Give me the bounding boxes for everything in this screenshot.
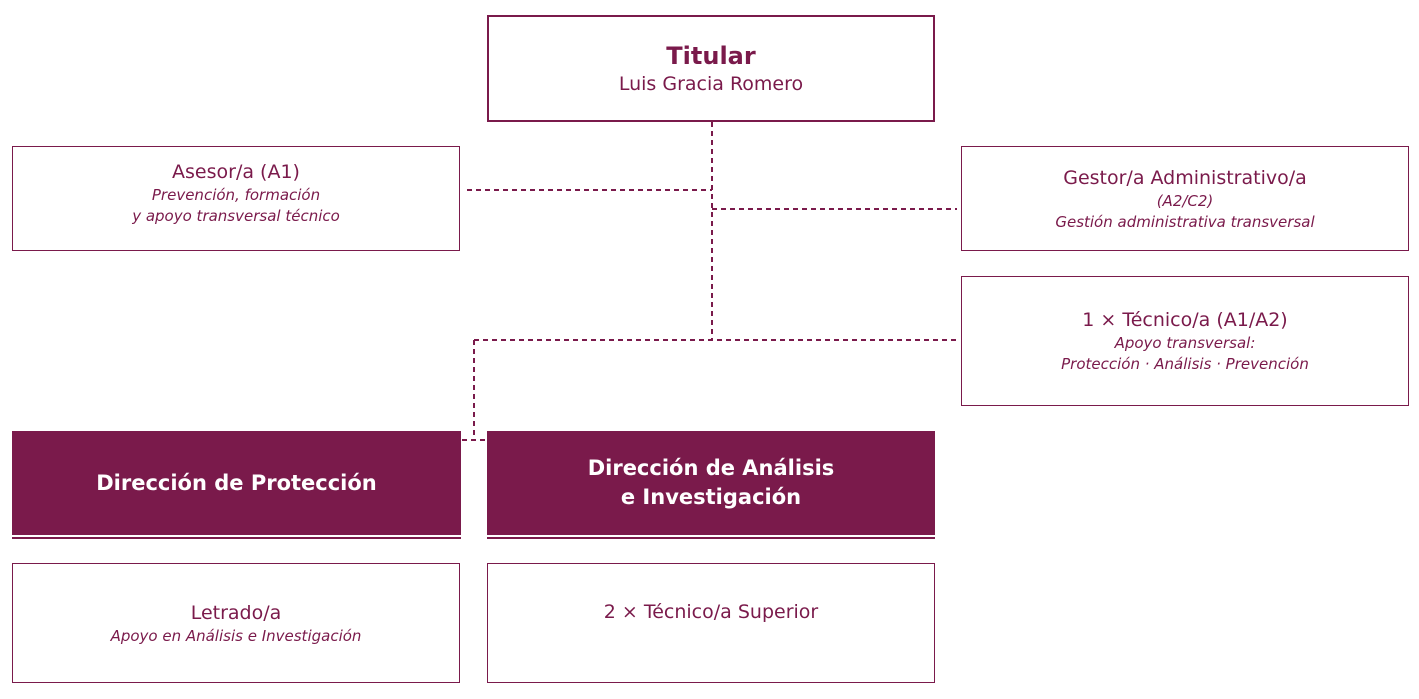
tecnico-transversal-description-2: Protección · Análisis · Prevención bbox=[1061, 355, 1309, 373]
tecnicos-superior-box: 2 × Técnico/a Superior bbox=[487, 563, 935, 683]
direccion-analisis-box: Dirección de Análisis e Investigación bbox=[487, 431, 935, 537]
titular-box: Titular Luis Gracia Romero bbox=[487, 15, 935, 122]
tecnico-transversal-description-1: Apoyo transversal: bbox=[1114, 334, 1256, 352]
direccion-proteccion-box: Dirección de Protección bbox=[12, 431, 461, 537]
gestor-level: (A2/C2) bbox=[1156, 191, 1214, 210]
asesor-box: Asesor/a (A1) Prevención, formación y ap… bbox=[12, 146, 460, 251]
titular-name: Luis Gracia Romero bbox=[618, 72, 804, 95]
letrado-box: Letrado/a Apoyo en Análisis e Investigac… bbox=[12, 563, 460, 683]
direccion-proteccion-title: Dirección de Protección bbox=[96, 470, 377, 495]
gestor-role: Gestor/a Administrativo/a bbox=[1063, 166, 1307, 189]
tecnico-transversal-box: 1 × Técnico/a (A1/A2) Apoyo transversal:… bbox=[961, 276, 1409, 406]
asesor-description: Prevención, formación y apoyo transversa… bbox=[132, 186, 340, 225]
direccion-analisis-title: Dirección de Análisis e Investigación bbox=[587, 456, 835, 509]
tecnico-transversal-role: 1 × Técnico/a (A1/A2) bbox=[1082, 309, 1288, 331]
asesor-role: Asesor/a (A1) bbox=[172, 161, 300, 183]
gestor-box: Gestor/a Administrativo/a (A2/C2) Gestió… bbox=[961, 146, 1409, 251]
letrado-description: Apoyo en Análisis e Investigación bbox=[110, 626, 362, 645]
titular-title: Titular bbox=[666, 41, 756, 70]
letrado-role: Letrado/a bbox=[190, 601, 282, 624]
tecnicos-superior-role: 2 × Técnico/a Superior bbox=[603, 601, 819, 623]
gestor-description: Gestión administrativa transversal bbox=[1055, 212, 1315, 231]
